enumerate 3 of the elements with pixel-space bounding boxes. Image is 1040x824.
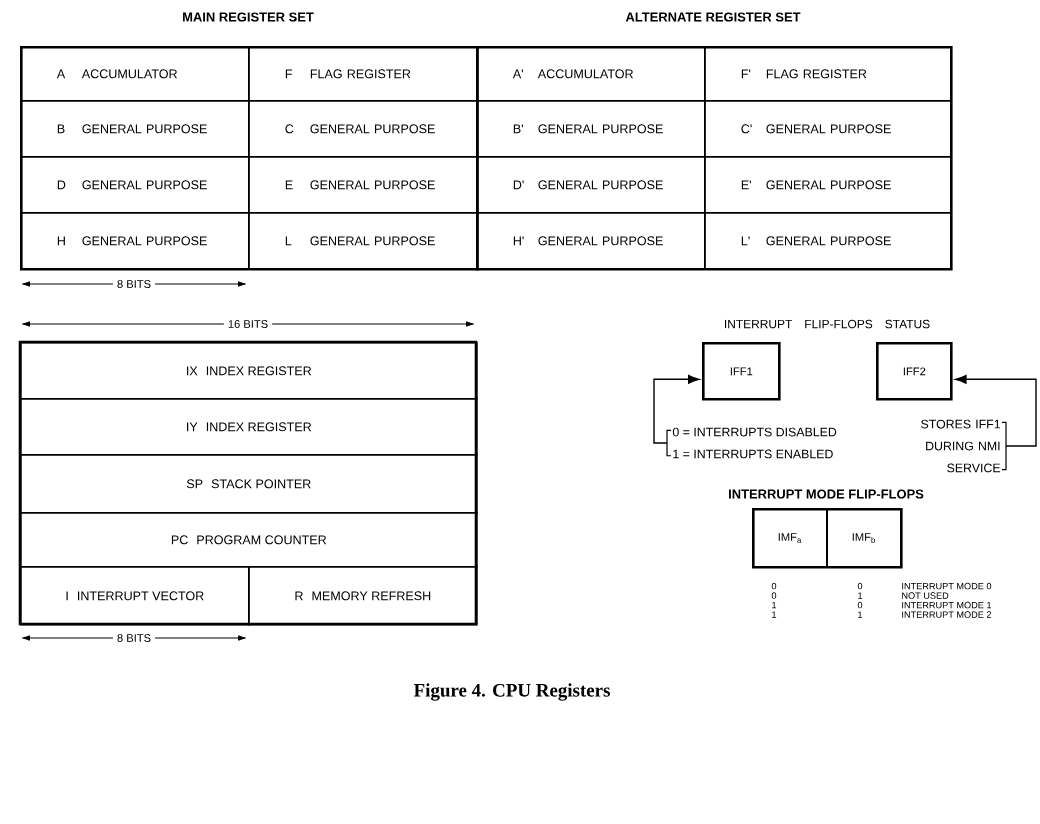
- arrow: [954, 374, 1037, 447]
- arrow: [653, 374, 700, 444]
- figure-caption: Figure 4. CPU Registers: [413, 683, 610, 701]
